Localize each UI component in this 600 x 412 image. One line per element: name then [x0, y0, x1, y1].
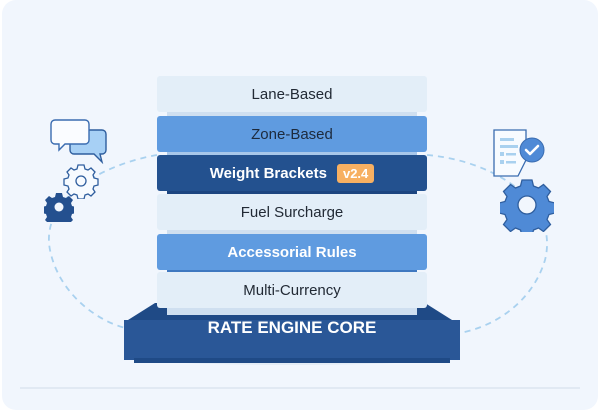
layer-multi-currency: Multi-Currency — [157, 272, 427, 308]
layer-weight-brackets: Weight Brackets v2.4 — [157, 155, 427, 191]
layer-fuel-surcharge: Fuel Surcharge — [157, 194, 427, 230]
rate-engine-base — [124, 303, 460, 365]
layer-label: Weight Brackets — [209, 164, 327, 182]
layer-label: Multi-Currency — [243, 281, 341, 299]
gear-filled-icon — [44, 193, 74, 222]
gear-large-icon — [500, 179, 554, 232]
layer-zone-based: Zone-Based — [157, 116, 427, 152]
layer-label: Accessorial Rules — [227, 243, 357, 261]
chat-bubbles-icon — [50, 119, 107, 164]
document-check-icon — [493, 129, 545, 177]
gear-outline-icon — [63, 164, 99, 199]
layer-label: Lane-Based — [251, 85, 333, 103]
layer-accessorial-rules: Accessorial Rules — [157, 234, 427, 270]
version-badge: v2.4 — [336, 163, 375, 183]
layer-label: Zone-Based — [251, 125, 333, 143]
layer-lane-based: Lane-Based — [157, 76, 427, 112]
base-label: RATE ENGINE CORE — [207, 318, 377, 337]
layer-label: Fuel Surcharge — [240, 203, 344, 221]
layer-shadow — [167, 307, 417, 315]
